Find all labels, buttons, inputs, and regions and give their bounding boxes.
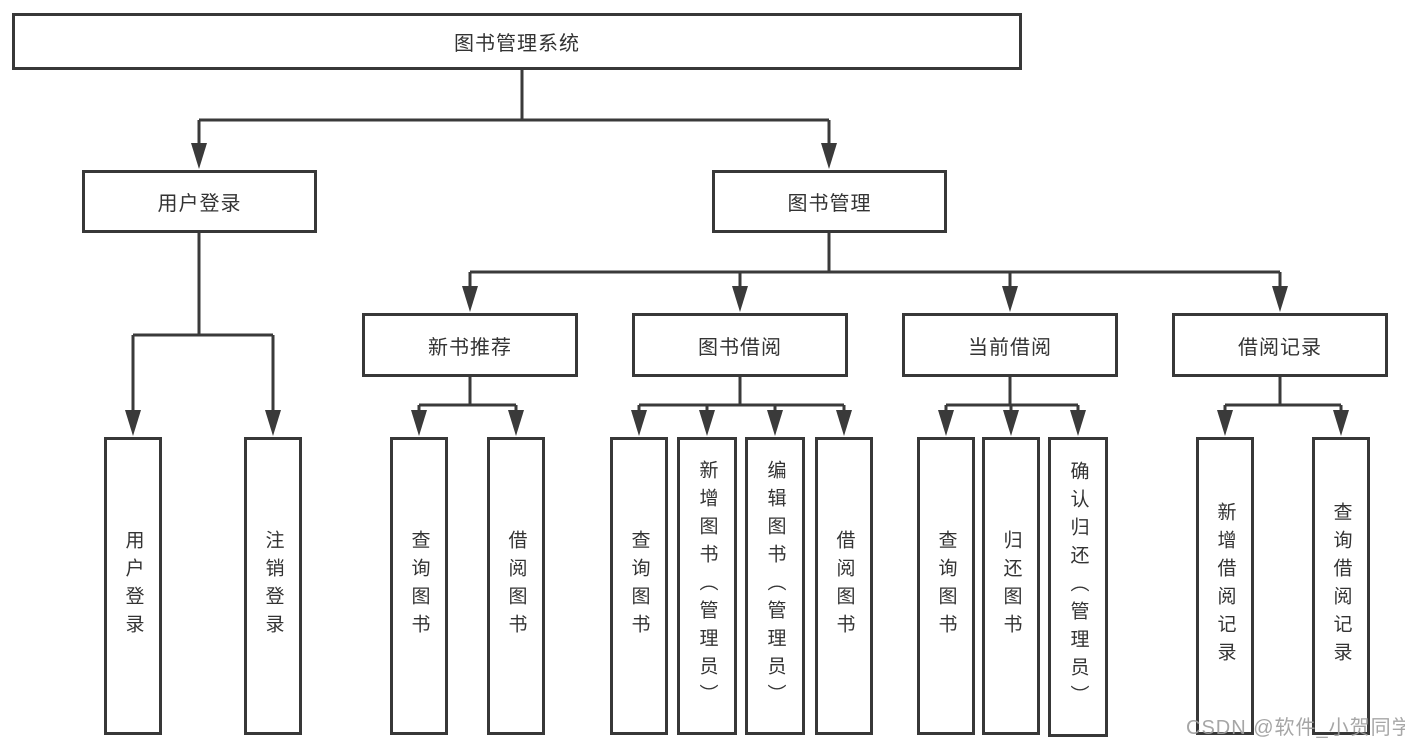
node-book-management: 图书管理	[712, 170, 947, 233]
leaf-return-books: 归还图书	[982, 437, 1040, 735]
leaf-label: 归还图书	[1000, 530, 1022, 642]
leaf-borrow-books-recommend: 借阅图书	[487, 437, 545, 735]
node-label: 图书管理系统	[454, 33, 580, 55]
leaf-label: 用户登录	[122, 530, 144, 642]
leaf-label: 新增图书（管理员）	[696, 460, 718, 712]
leaf-edit-books-admin: 编辑图书（管理员）	[745, 437, 805, 735]
leaf-query-books-recommend: 查询图书	[390, 437, 448, 735]
leaf-label: 注销登录	[262, 530, 284, 642]
connector-paths	[131, 70, 1343, 416]
leaf-label: 编辑图书（管理员）	[764, 460, 786, 712]
node-label: 新书推荐	[428, 336, 512, 359]
node-current-borrow: 当前借阅	[902, 313, 1118, 377]
leaf-label: 借阅图书	[833, 530, 855, 642]
node-library-system: 图书管理系统	[12, 13, 1022, 70]
leaf-add-books-admin: 新增图书（管理员）	[677, 437, 737, 735]
leaf-logout: 注销登录	[244, 437, 302, 735]
leaf-confirm-return-admin: 确认归还（管理员）	[1048, 437, 1108, 737]
node-label: 图书管理	[787, 193, 872, 215]
node-label: 用户登录	[157, 193, 242, 215]
leaf-add-borrow-record: 新增借阅记录	[1196, 437, 1254, 735]
leaf-label: 确认归还（管理员）	[1067, 461, 1089, 713]
leaf-borrow-books: 借阅图书	[815, 437, 873, 735]
node-borrow-record: 借阅记录	[1172, 313, 1388, 377]
leaf-label: 查询图书	[935, 530, 957, 642]
node-label: 借阅记录	[1238, 336, 1322, 359]
node-label: 图书借阅	[698, 336, 782, 359]
leaf-label: 新增借阅记录	[1214, 502, 1236, 670]
leaf-label: 借阅图书	[505, 530, 527, 642]
node-label: 当前借阅	[968, 336, 1052, 359]
leaf-label: 查询图书	[408, 530, 430, 642]
leaf-query-books-current: 查询图书	[917, 437, 975, 735]
leaf-query-borrow-record: 查询借阅记录	[1312, 437, 1370, 735]
leaf-user-login: 用户登录	[104, 437, 162, 735]
leaf-label: 查询借阅记录	[1330, 502, 1352, 670]
node-book-borrow: 图书借阅	[632, 313, 848, 377]
leaf-label: 查询图书	[628, 530, 650, 642]
arrowhead-icons	[125, 143, 1349, 436]
node-user-login: 用户登录	[82, 170, 317, 233]
leaf-query-books-borrow: 查询图书	[610, 437, 668, 735]
node-new-book-recommend: 新书推荐	[362, 313, 578, 377]
